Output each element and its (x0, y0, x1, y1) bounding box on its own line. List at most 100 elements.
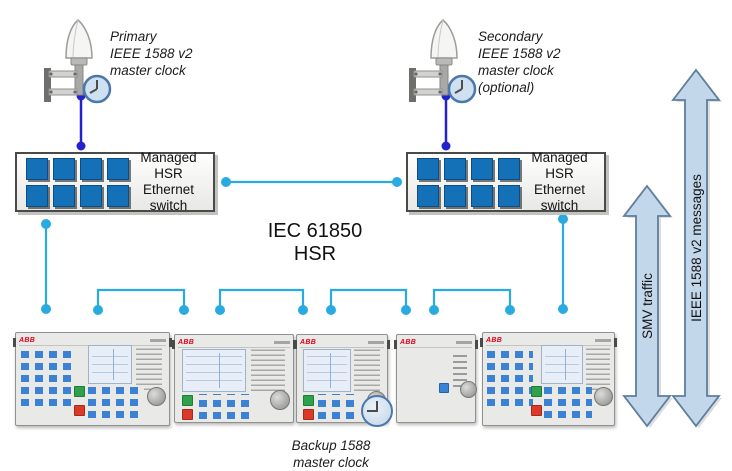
network-title-line: HSR (293, 243, 337, 265)
ethernet-port (80, 157, 102, 180)
merging-unit-device-4: ABB (394, 334, 478, 423)
model-text-placeholder (456, 340, 472, 344)
nav-buttons (318, 394, 358, 419)
ring-link-3 (326, 288, 411, 315)
label-line: Managed HSR (531, 150, 588, 181)
relay-device-2: ABB (172, 334, 296, 423)
ethernet-port (53, 157, 75, 180)
ethernet-ports (417, 157, 520, 207)
hsr-switch-left: Managed HSR Ethernet switch (15, 150, 215, 214)
ethernet-port (53, 184, 75, 207)
ethernet-port (417, 157, 439, 180)
comm-port-knob (270, 390, 290, 410)
ethernet-port (417, 184, 439, 207)
button-grid (487, 348, 533, 406)
label-line: Primary (110, 29, 157, 44)
switch1-ring-link (41, 219, 51, 314)
label-line: switch (149, 198, 188, 213)
lcd-screen (541, 345, 583, 384)
model-text-placeholder (274, 340, 290, 344)
lcd-screen (88, 345, 132, 384)
link-node (41, 219, 51, 229)
nav-buttons (544, 386, 592, 418)
label-line: master clock (478, 63, 554, 78)
device-header: ABB (300, 337, 384, 348)
label-line: master clock (293, 455, 369, 470)
lcd-screen (303, 349, 351, 392)
comm-port-knob (460, 381, 477, 398)
gps-antenna-primary-icon (44, 19, 112, 104)
link-node (41, 304, 51, 314)
gps-antenna-secondary-icon (409, 19, 477, 104)
secondary-clock-link (441, 91, 451, 151)
primary-clock-link (76, 91, 86, 151)
link-node (558, 214, 568, 224)
link-node (93, 305, 103, 315)
comm-port-knob (147, 387, 166, 406)
nav-buttons (88, 386, 144, 418)
ethernet-port (471, 184, 493, 207)
ring-link-4 (429, 288, 515, 315)
relay-device-3: ABB (294, 334, 393, 427)
power-on-button (182, 395, 193, 406)
hsr-switch-right: Managed HSR Ethernet switch (406, 150, 606, 214)
lcd-screen (182, 349, 246, 392)
terminal-labels (453, 351, 467, 387)
ethernet-port (444, 184, 466, 207)
power-on-button (74, 386, 85, 397)
switch-label: Managed HSR Ethernet switch (129, 150, 208, 214)
inter-switch-link (221, 177, 402, 187)
ethernet-port (26, 157, 48, 180)
primary-clock-label: Primary IEEE 1588 v2 master clock (110, 28, 235, 79)
ethernet-ports (26, 157, 129, 207)
function-button (439, 383, 449, 393)
label-line: IEEE 1588 v2 (110, 46, 193, 61)
backup-clock-icon (361, 395, 393, 427)
label-line: Backup 1588 (291, 438, 371, 453)
link-node (441, 141, 451, 151)
ring-link-2 (215, 288, 308, 315)
ptp-messages-arrow: IEEE 1588 v2 messages (671, 68, 722, 428)
device-brand: ABB (300, 338, 317, 346)
ethernet-port (498, 157, 520, 180)
device-header: ABB (400, 337, 472, 348)
link-node (215, 305, 225, 315)
ethernet-port (26, 184, 48, 207)
smv-traffic-arrow: SMV traffic (622, 184, 673, 428)
link-node (76, 141, 86, 151)
backup-clock-label: Backup 1588 master clock (252, 437, 410, 471)
ethernet-port (498, 184, 520, 207)
label-line: IEEE 1588 v2 (478, 46, 561, 61)
led-labels (586, 346, 610, 390)
link-node (392, 177, 402, 187)
label-line: Ethernet (533, 182, 586, 197)
secondary-clock-label: Secondary IEEE 1588 v2 master clock (opt… (478, 28, 603, 96)
label-line: (optional) (478, 80, 535, 95)
ethernet-port (80, 184, 102, 207)
relay-device-1: ABB (13, 332, 172, 426)
network-title: IEC 61850 HSR (240, 220, 390, 266)
link-node (326, 305, 336, 315)
switch2-ring-link (558, 214, 568, 314)
power-off-button (303, 409, 314, 420)
switch-label: Managed HSR Ethernet switch (520, 150, 599, 214)
device-header: ABB (178, 337, 290, 348)
link-node (429, 305, 439, 315)
led-labels (251, 349, 285, 391)
device-brand: ABB (400, 338, 417, 346)
link-node (558, 304, 568, 314)
device-brand: ABB (486, 336, 503, 344)
model-text-placeholder (368, 340, 384, 344)
ethernet-port (471, 157, 493, 180)
relay-device-5: ABB (480, 332, 617, 426)
label-line: Managed HSR (140, 150, 197, 181)
clock-icon (447, 74, 477, 104)
ethernet-port (107, 184, 129, 207)
ring-link-1 (93, 288, 189, 315)
link-node (401, 305, 411, 315)
power-off-button (531, 405, 542, 416)
label-line: Ethernet (142, 182, 195, 197)
ethernet-port (107, 157, 129, 180)
ethernet-port (444, 157, 466, 180)
